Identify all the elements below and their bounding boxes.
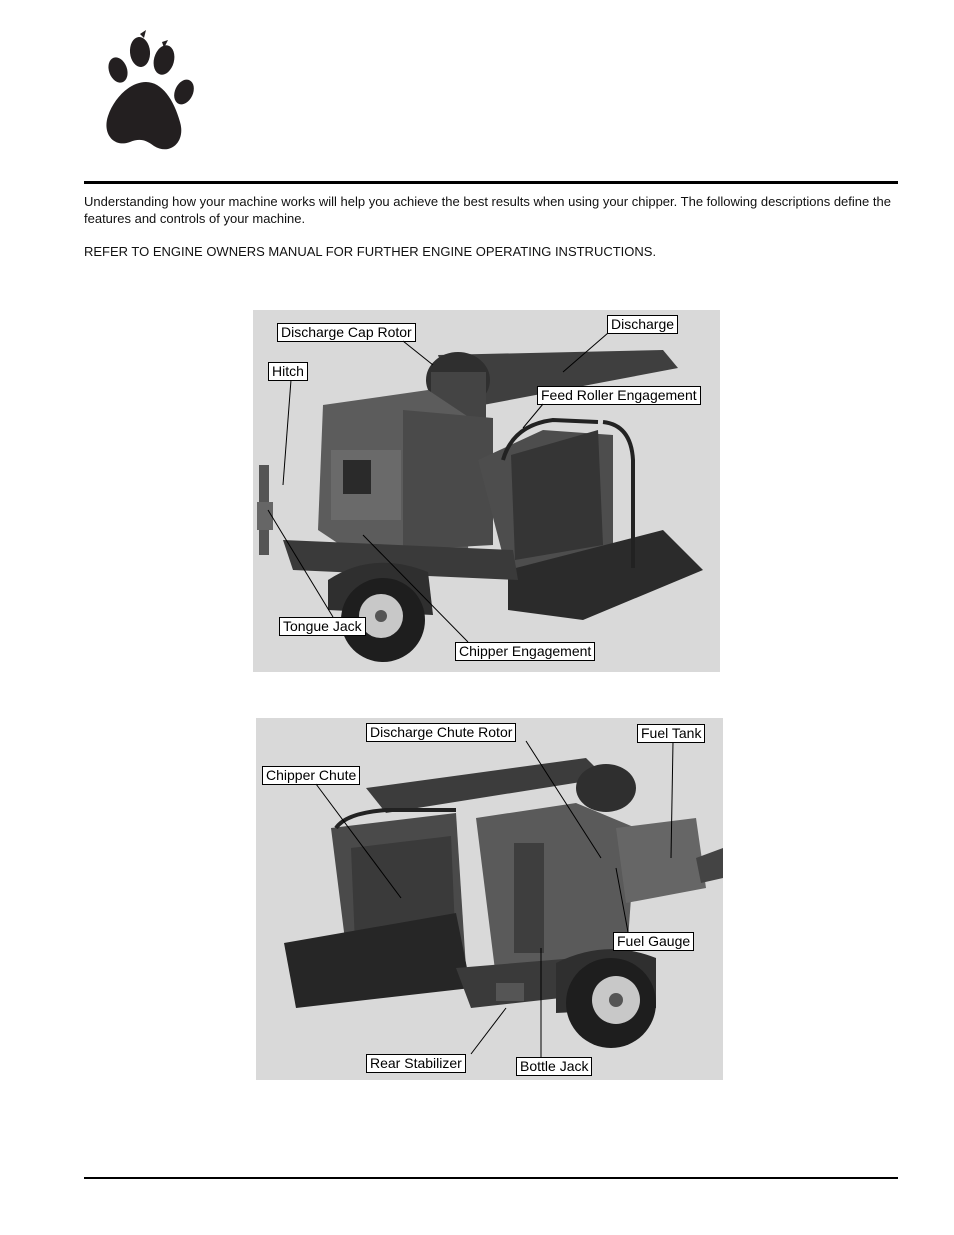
header-rule (84, 181, 898, 184)
callout-fuel-tank: Fuel Tank (637, 724, 706, 743)
callout-fuel-gauge: Fuel Gauge (613, 932, 695, 951)
callout-feed-roller-engagement: Feed Roller Engagement (537, 386, 701, 405)
callout-discharge: Discharge (607, 315, 679, 334)
callout-bottle-jack: Bottle Jack (516, 1057, 593, 1076)
footer-rule (84, 1177, 898, 1179)
intro-paragraph: Understanding how your machine works wil… (84, 194, 891, 226)
callout-chipper-chute: Chipper Chute (262, 766, 361, 785)
chipper-rear-illustration (284, 758, 723, 1048)
engine-note: REFER TO ENGINE OWNERS MANUAL FOR FURTHE… (84, 244, 657, 259)
chipper-rear-figure: Discharge Chute Rotor Fuel Tank Chipper … (256, 718, 723, 1080)
callout-discharge-cap-rotor: Discharge Cap Rotor (277, 323, 416, 342)
callout-chipper-engagement: Chipper Engagement (455, 642, 596, 661)
paw-logo (106, 30, 194, 150)
callout-tongue-jack: Tongue Jack (279, 617, 366, 636)
callout-discharge-chute-rotor: Discharge Chute Rotor (366, 723, 517, 742)
chipper-front-figure: Discharge Cap Rotor Discharge Hitch Feed… (253, 310, 720, 672)
callout-hitch: Hitch (268, 362, 308, 381)
callout-rear-stabilizer: Rear Stabilizer (366, 1054, 466, 1073)
